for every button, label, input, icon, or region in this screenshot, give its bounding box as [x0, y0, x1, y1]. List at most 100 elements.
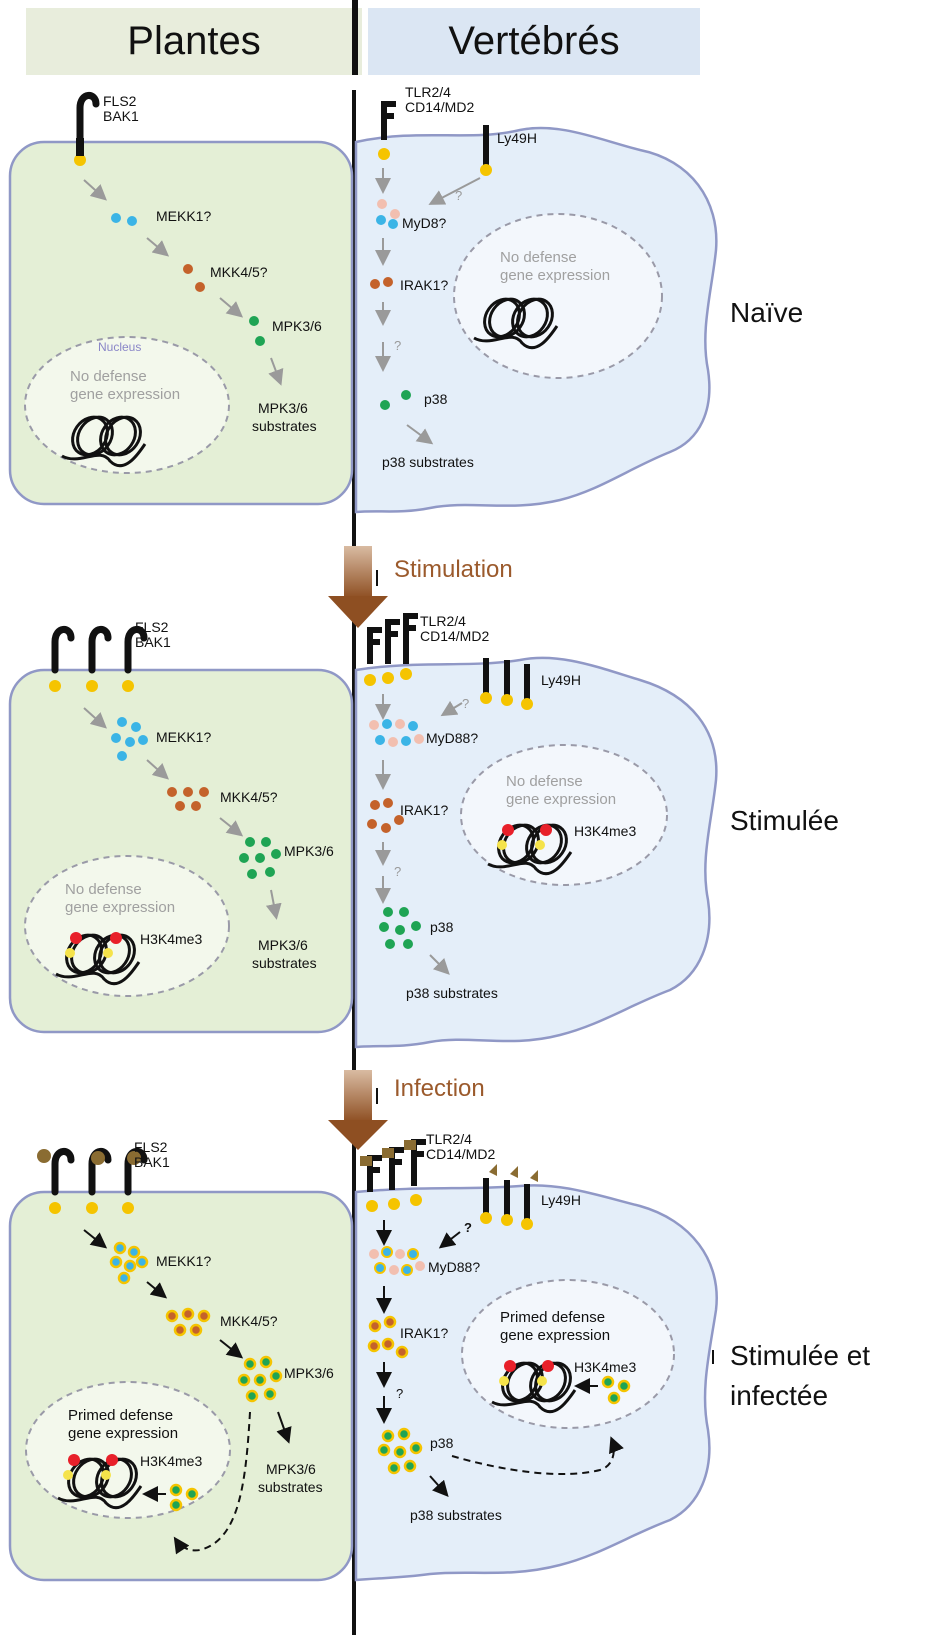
plant-receptor-label: FLS2 [103, 93, 137, 109]
diagram-label: MKK4/5? [210, 264, 268, 280]
diagram-label: p38 substrates [382, 454, 474, 470]
diagram-label: MPK3/6 [266, 1461, 316, 1477]
ligand [360, 1156, 372, 1166]
diagram-label: gene expression [500, 1327, 610, 1344]
row-label-stimulated: Stimulée [730, 805, 839, 836]
vert-nucleus [461, 1279, 675, 1429]
chromatin-icon [55, 933, 141, 986]
diagram-label: Ly49H [541, 672, 581, 688]
diagram-label: MEKK1? [156, 729, 211, 745]
diagram-label: MPK3/6 [258, 937, 308, 953]
diagram-label: MPK3/6 [284, 1365, 334, 1381]
diagram-label: ? [462, 696, 469, 711]
diagram-label: MKK4/5? [220, 789, 278, 805]
diagram-label: Ly49H [497, 130, 537, 146]
diagram-label: TLR2/4 [405, 84, 451, 100]
vert-nucleus [453, 213, 663, 379]
diagram-label: CD14/MD2 [420, 628, 489, 644]
diagram-label: ? [394, 338, 401, 353]
panel-naive: FLS2 BAK1 MEKK1? MKK4/5? MPK3/6 MPK3/6 s… [8, 84, 803, 514]
diagram-label: H3K4me3 [140, 1453, 202, 1469]
diagram-label: gene expression [65, 899, 175, 916]
diagram-label: ? [455, 188, 462, 203]
diagram-label: p38 [430, 919, 454, 935]
diagram-label: BAK1 [103, 108, 139, 124]
diagram-label: TLR2/4 [426, 1131, 472, 1147]
diagram-label: gene expression [500, 267, 610, 284]
plant-dashed-feedback [173, 1411, 251, 1555]
chromatin-icon [61, 415, 147, 468]
diagram-label: IRAK1? [400, 802, 448, 818]
header-plantes-label: Plantes [127, 19, 261, 63]
diagram-label: No defense [65, 881, 142, 898]
diagram-label: MEKK1? [156, 208, 211, 224]
divider-line [352, 0, 358, 75]
plant-nucleus [24, 336, 230, 474]
diagram-label: No defense [70, 368, 147, 385]
ligand [37, 1149, 51, 1163]
stimulation-label: Stimulation [394, 556, 513, 583]
diagram-label: gene expression [506, 791, 616, 808]
chromatin-icon [57, 1457, 143, 1510]
diagram-label: infectée [730, 1380, 828, 1411]
diagram-label: MEKK1? [156, 1253, 211, 1269]
mekk-cluster [111, 717, 148, 761]
stimulation-arrow [328, 546, 388, 628]
mekk-dot [111, 213, 121, 223]
diagram-label: p38 [430, 1435, 454, 1451]
row-label-naive: Naïve [730, 297, 803, 328]
vert-receptors [367, 613, 418, 664]
diagram-label: substrates [258, 1479, 323, 1495]
diagram-label: BAK1 [135, 634, 171, 650]
diagram-label: CD14/MD2 [405, 99, 474, 115]
mekk-cluster-active [109, 1241, 149, 1285]
diagram-label: MyD88? [426, 730, 478, 746]
header-plantes: Plantes [26, 8, 362, 75]
diagram-label: substrates [252, 418, 317, 434]
vert-nucleus [460, 744, 668, 886]
plant-nucleus [25, 1381, 231, 1519]
diagram-label: gene expression [70, 386, 180, 403]
diagram-label: ? [396, 1386, 403, 1401]
diagram-label: MPK3/6 [284, 843, 334, 859]
diagram-label: ? [394, 864, 401, 879]
diagram-label: H3K4me3 [574, 823, 636, 839]
diagram-label: MKK4/5? [220, 1313, 278, 1329]
divider-line-body [352, 90, 356, 1635]
diagram-label: H3K4me3 [140, 931, 202, 947]
diagram-label: Nucleus [98, 340, 141, 354]
diagram-label: Primed defense [68, 1407, 173, 1424]
row-label-infected: Stimulée et [730, 1340, 870, 1371]
plant-nucleus [24, 855, 230, 997]
vert-dashed-feedback [451, 1436, 624, 1476]
diagram-label: substrates [252, 955, 317, 971]
vert-receptors [367, 1139, 426, 1192]
plant-receptors [51, 626, 148, 674]
panel-infected: FLS2 BAK1 MEKK1? MKK4/5? MPK3/6 MPK3/6 s… [8, 1131, 870, 1582]
diagram-label: ? [464, 1220, 472, 1235]
diagram-label: MyD8? [402, 215, 447, 231]
infection-arrow [328, 1070, 388, 1150]
diagram-label: MPK3/6 [272, 318, 322, 334]
diagram-label: BAK1 [134, 1154, 170, 1170]
infection-label: Infection [394, 1075, 485, 1102]
diagram-label: No defense [500, 249, 577, 266]
ly49h-receptor [480, 125, 492, 176]
header-vertebres-label: Vertébrés [448, 19, 620, 63]
chromatin-icon [491, 1361, 577, 1414]
diagram-label: IRAK1? [400, 277, 448, 293]
chromatin-icon [473, 297, 559, 350]
plant-receptor [74, 92, 100, 166]
diagram-label: IRAK1? [400, 1325, 448, 1341]
diagram-label: p38 [424, 391, 448, 407]
diagram-label: TLR2/4 [420, 613, 466, 629]
diagram-label: MPK3/6 [258, 400, 308, 416]
diagram-label: p38 substrates [406, 985, 498, 1001]
diagram-label: CD14/MD2 [426, 1146, 495, 1162]
panel-stimulated: FLS2 BAK1 MEKK1? MKK4/5? MPK3/6 MPK3/6 s… [8, 613, 839, 1049]
header-vertebres: Vertébrés [368, 8, 700, 75]
plant-cell [8, 1190, 354, 1582]
diagram-label: MyD88? [428, 1259, 480, 1275]
diagram-label: FLS2 [135, 619, 169, 635]
